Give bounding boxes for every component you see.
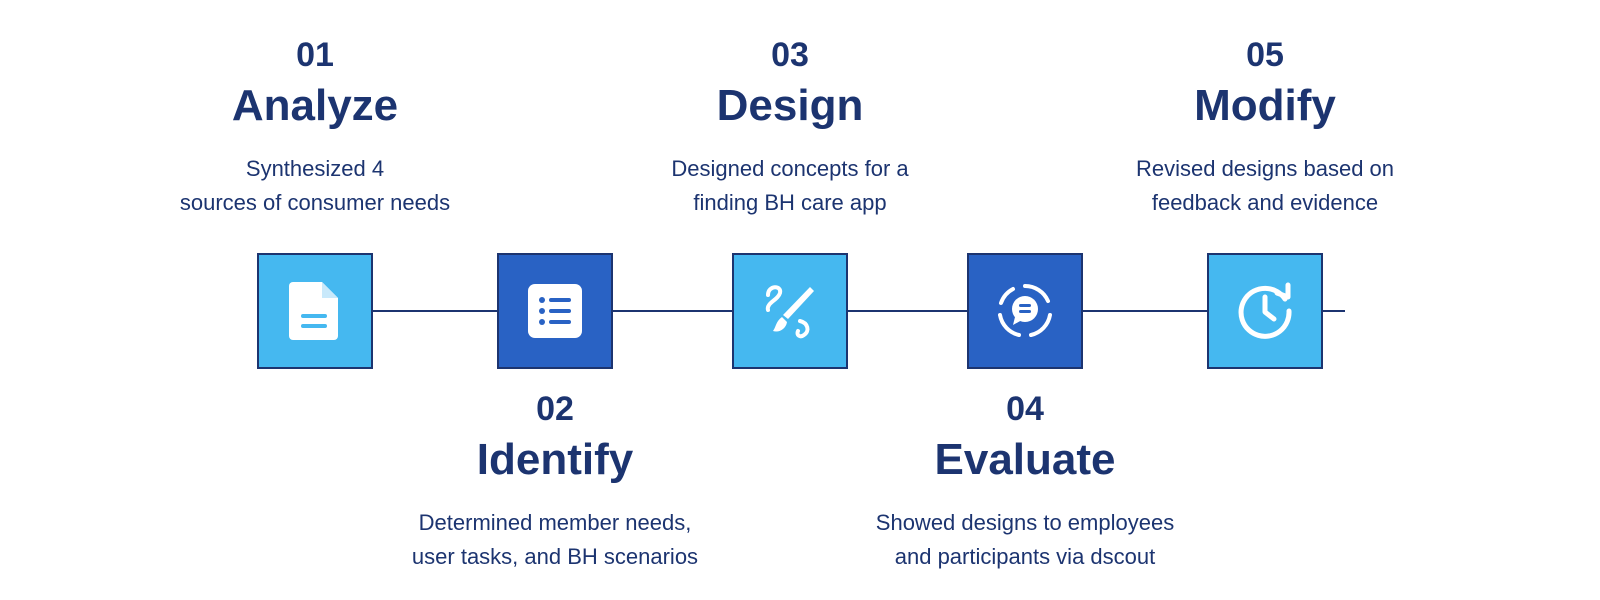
step-modify-icon-box: [1207, 253, 1323, 369]
document-icon: [289, 282, 338, 340]
chat-cycle-icon: [998, 283, 1052, 337]
list-icon: [528, 284, 582, 338]
step-evaluate-icon-box: [967, 253, 1083, 369]
step-analyze: 01 Analyze Synthesized 4 sources of cons…: [105, 34, 525, 220]
brush-pen-icon: [765, 285, 814, 339]
step-number: 02: [536, 390, 574, 428]
step-description: Synthesized 4 sources of consumer needs: [179, 156, 451, 215]
step-description: Determined member needs, user tasks, and…: [411, 510, 699, 569]
step-description: Revised designs based on feedback and ev…: [1135, 156, 1395, 215]
step-title: Design: [716, 81, 864, 130]
step-identify: 02 Identify Determined member needs, use…: [345, 388, 765, 574]
step-identify-icon-box: [497, 253, 613, 369]
step-number: 03: [771, 36, 809, 74]
step-title: Identify: [476, 435, 634, 484]
step-design-icon-box: [732, 253, 848, 369]
step-number: 01: [296, 36, 334, 74]
step-description: Designed concepts for a finding BH care …: [671, 156, 909, 215]
step-number: 04: [1006, 390, 1044, 428]
step-title: Modify: [1194, 81, 1336, 130]
step-design: 03 Design Designed concepts for a findin…: [580, 34, 1000, 220]
step-analyze-icon-box: [257, 253, 373, 369]
step-title: Analyze: [231, 81, 399, 130]
step-modify: 05 Modify Revised designs based on feedb…: [1055, 34, 1475, 220]
step-number: 05: [1246, 36, 1284, 74]
clock-refresh-icon: [1238, 282, 1292, 339]
step-evaluate: 04 Evaluate Showed designs to employees …: [815, 388, 1235, 574]
step-description: Showed designs to employees and particip…: [875, 510, 1175, 569]
step-title: Evaluate: [934, 435, 1116, 484]
